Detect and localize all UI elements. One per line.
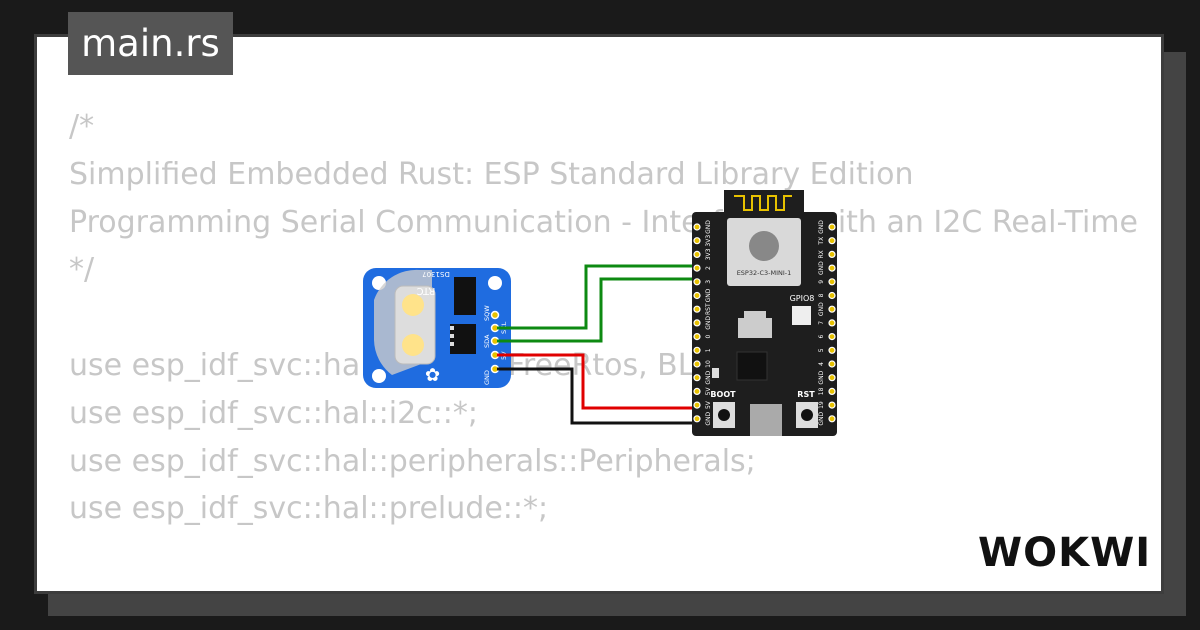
board-pin-right-gnd[interactable] — [828, 264, 836, 272]
board-pin-label: GND — [818, 261, 825, 275]
code-line: Simplified Embedded Rust: ESP Standard L… — [69, 156, 914, 192]
board-pin-right-gnd[interactable] — [828, 415, 836, 423]
file-tab[interactable]: main.rs — [68, 12, 233, 75]
board-pin-left-gnd[interactable] — [693, 415, 701, 423]
board-pin-left-3[interactable] — [693, 278, 701, 286]
rtc-chip-label: DS1307 — [422, 270, 450, 278]
code-line: use esp_idf_svc::hal::peripherals::Perip… — [69, 443, 756, 479]
board-pin-left-0[interactable] — [693, 333, 701, 341]
board-pin-label: 4 — [818, 362, 825, 366]
board-pin-right-5[interactable] — [828, 346, 836, 354]
board-pin-right-9[interactable] — [828, 278, 836, 286]
board-pin-left-rst[interactable] — [693, 305, 701, 313]
board-pin-left-gnd[interactable] — [693, 223, 701, 231]
code-line: /* — [69, 109, 95, 144]
rtc-pin-label: GND — [483, 370, 491, 385]
board-pin-left-3v3[interactable] — [693, 250, 701, 258]
code-line: use esp_idf_svc::hal::i2c::*; — [69, 395, 478, 431]
boot-label: BOOT — [710, 390, 736, 399]
board-pin-right-gnd[interactable] — [828, 223, 836, 231]
usb-port — [750, 404, 782, 436]
board-pin-right-18[interactable] — [828, 387, 836, 395]
code-line: */ — [69, 252, 95, 288]
board-pin-label: GND — [705, 220, 712, 234]
wokwi-logo-icon: WOKWI — [978, 530, 1151, 576]
board-pin-label: 0 — [705, 335, 712, 339]
board-pin-label: 19 — [818, 401, 825, 409]
board-pin-right-8[interactable] — [828, 291, 836, 300]
board-pin-label: GND — [705, 412, 712, 426]
code-line: use esp_idf_svc::hal::prelude::*; — [69, 491, 549, 527]
board-pin-left-5v[interactable] — [693, 387, 701, 395]
board-pin-label: TX — [818, 237, 825, 246]
board-pin-right-rx[interactable] — [828, 250, 836, 258]
code-editor[interactable]: /* Simplified Embedded Rust: ESP Standar… — [69, 103, 1139, 591]
wire-scl[interactable] — [497, 264, 697, 330]
code-panel: /* Simplified Embedded Rust: ESP Standar… — [34, 34, 1164, 594]
board-pin-left-3v3[interactable] — [693, 237, 701, 245]
board-pin-right-7[interactable] — [828, 319, 836, 327]
module-label: ESP32-C3-MINI-1 — [737, 269, 792, 277]
board-pin-label: 6 — [818, 335, 825, 339]
wire-5v[interactable] — [497, 353, 697, 410]
board-pin-right-6[interactable] — [828, 333, 836, 341]
board-pin-label: 5 — [818, 348, 825, 352]
board-pin-label: 7 — [818, 321, 825, 325]
rtc-pin[interactable] — [490, 310, 500, 320]
board-pin-right-gnd[interactable] — [828, 374, 836, 382]
board-pin-label: 8 — [818, 293, 825, 297]
gpio8-label: GPIO8 — [790, 294, 815, 303]
board-pin-left-1[interactable] — [693, 346, 701, 354]
board-pin-label: 3 — [705, 280, 712, 284]
board-pin-label: 10 — [705, 360, 712, 368]
rgb-led — [792, 306, 811, 325]
rtc-module[interactable]: RTC DS1307 ✿ SQW SCL SDA 5V GND — [363, 268, 511, 388]
code-line: Programming Serial Communication - Inter… — [69, 204, 1138, 240]
wires — [497, 264, 697, 425]
board-pin-right-tx[interactable] — [828, 237, 836, 245]
board-pin-label: RX — [818, 250, 825, 258]
board-pin-right-gnd[interactable] — [828, 305, 836, 313]
board-pin-label: 5V — [705, 400, 712, 409]
rtc-pin-label: SDA — [483, 334, 491, 348]
board-pin-left-5v[interactable] — [693, 401, 701, 409]
rst-label: RST — [797, 390, 815, 399]
board-pin-label: 2 — [705, 266, 712, 270]
board-pin-label: GND — [818, 302, 825, 316]
esp32-c3-board[interactable]: ESP32-C3-MINI-1 GPIO8 BOOT RST GND3V33V3… — [692, 190, 837, 436]
rtc-pin-label: SQW — [483, 305, 491, 321]
rtc-title: RTC — [417, 285, 436, 296]
board-pin-label: GND — [705, 370, 712, 384]
board-pin-label: 3V3 — [705, 235, 712, 247]
adafruit-flower-icon: ✿ — [425, 365, 440, 386]
wire-sda[interactable] — [497, 277, 697, 343]
board-pin-label: RST — [705, 303, 712, 315]
espressif-logo-icon — [749, 231, 779, 261]
board-pin-right-4[interactable] — [828, 360, 836, 368]
board-pin-left-10[interactable] — [693, 360, 701, 368]
board-pin-left-2[interactable] — [693, 264, 701, 272]
board-pin-left-gnd[interactable] — [693, 291, 701, 300]
board-pin-label: GND — [818, 412, 825, 426]
board-pin-label: 18 — [818, 387, 825, 395]
board-pin-label: GND — [705, 288, 712, 302]
board-pin-label: GND — [818, 220, 825, 234]
board-pin-left-gnd[interactable] — [693, 374, 701, 382]
board-pin-label: 1 — [705, 348, 712, 352]
code-line: const DS1307_ADDR: u8 = 0x68; — [69, 581, 1139, 591]
board-pin-label: GND — [818, 370, 825, 384]
brand-name: WOKWI — [978, 530, 1151, 576]
wire-gnd[interactable] — [497, 367, 697, 425]
board-pin-left-gnd[interactable] — [693, 319, 701, 327]
board-pin-label: 9 — [818, 280, 825, 284]
board-pin-label: 3V3 — [705, 248, 712, 260]
board-pin-label: GND — [705, 316, 712, 330]
board-pin-label: 5V — [705, 387, 712, 396]
board-pin-right-19[interactable] — [828, 401, 836, 409]
